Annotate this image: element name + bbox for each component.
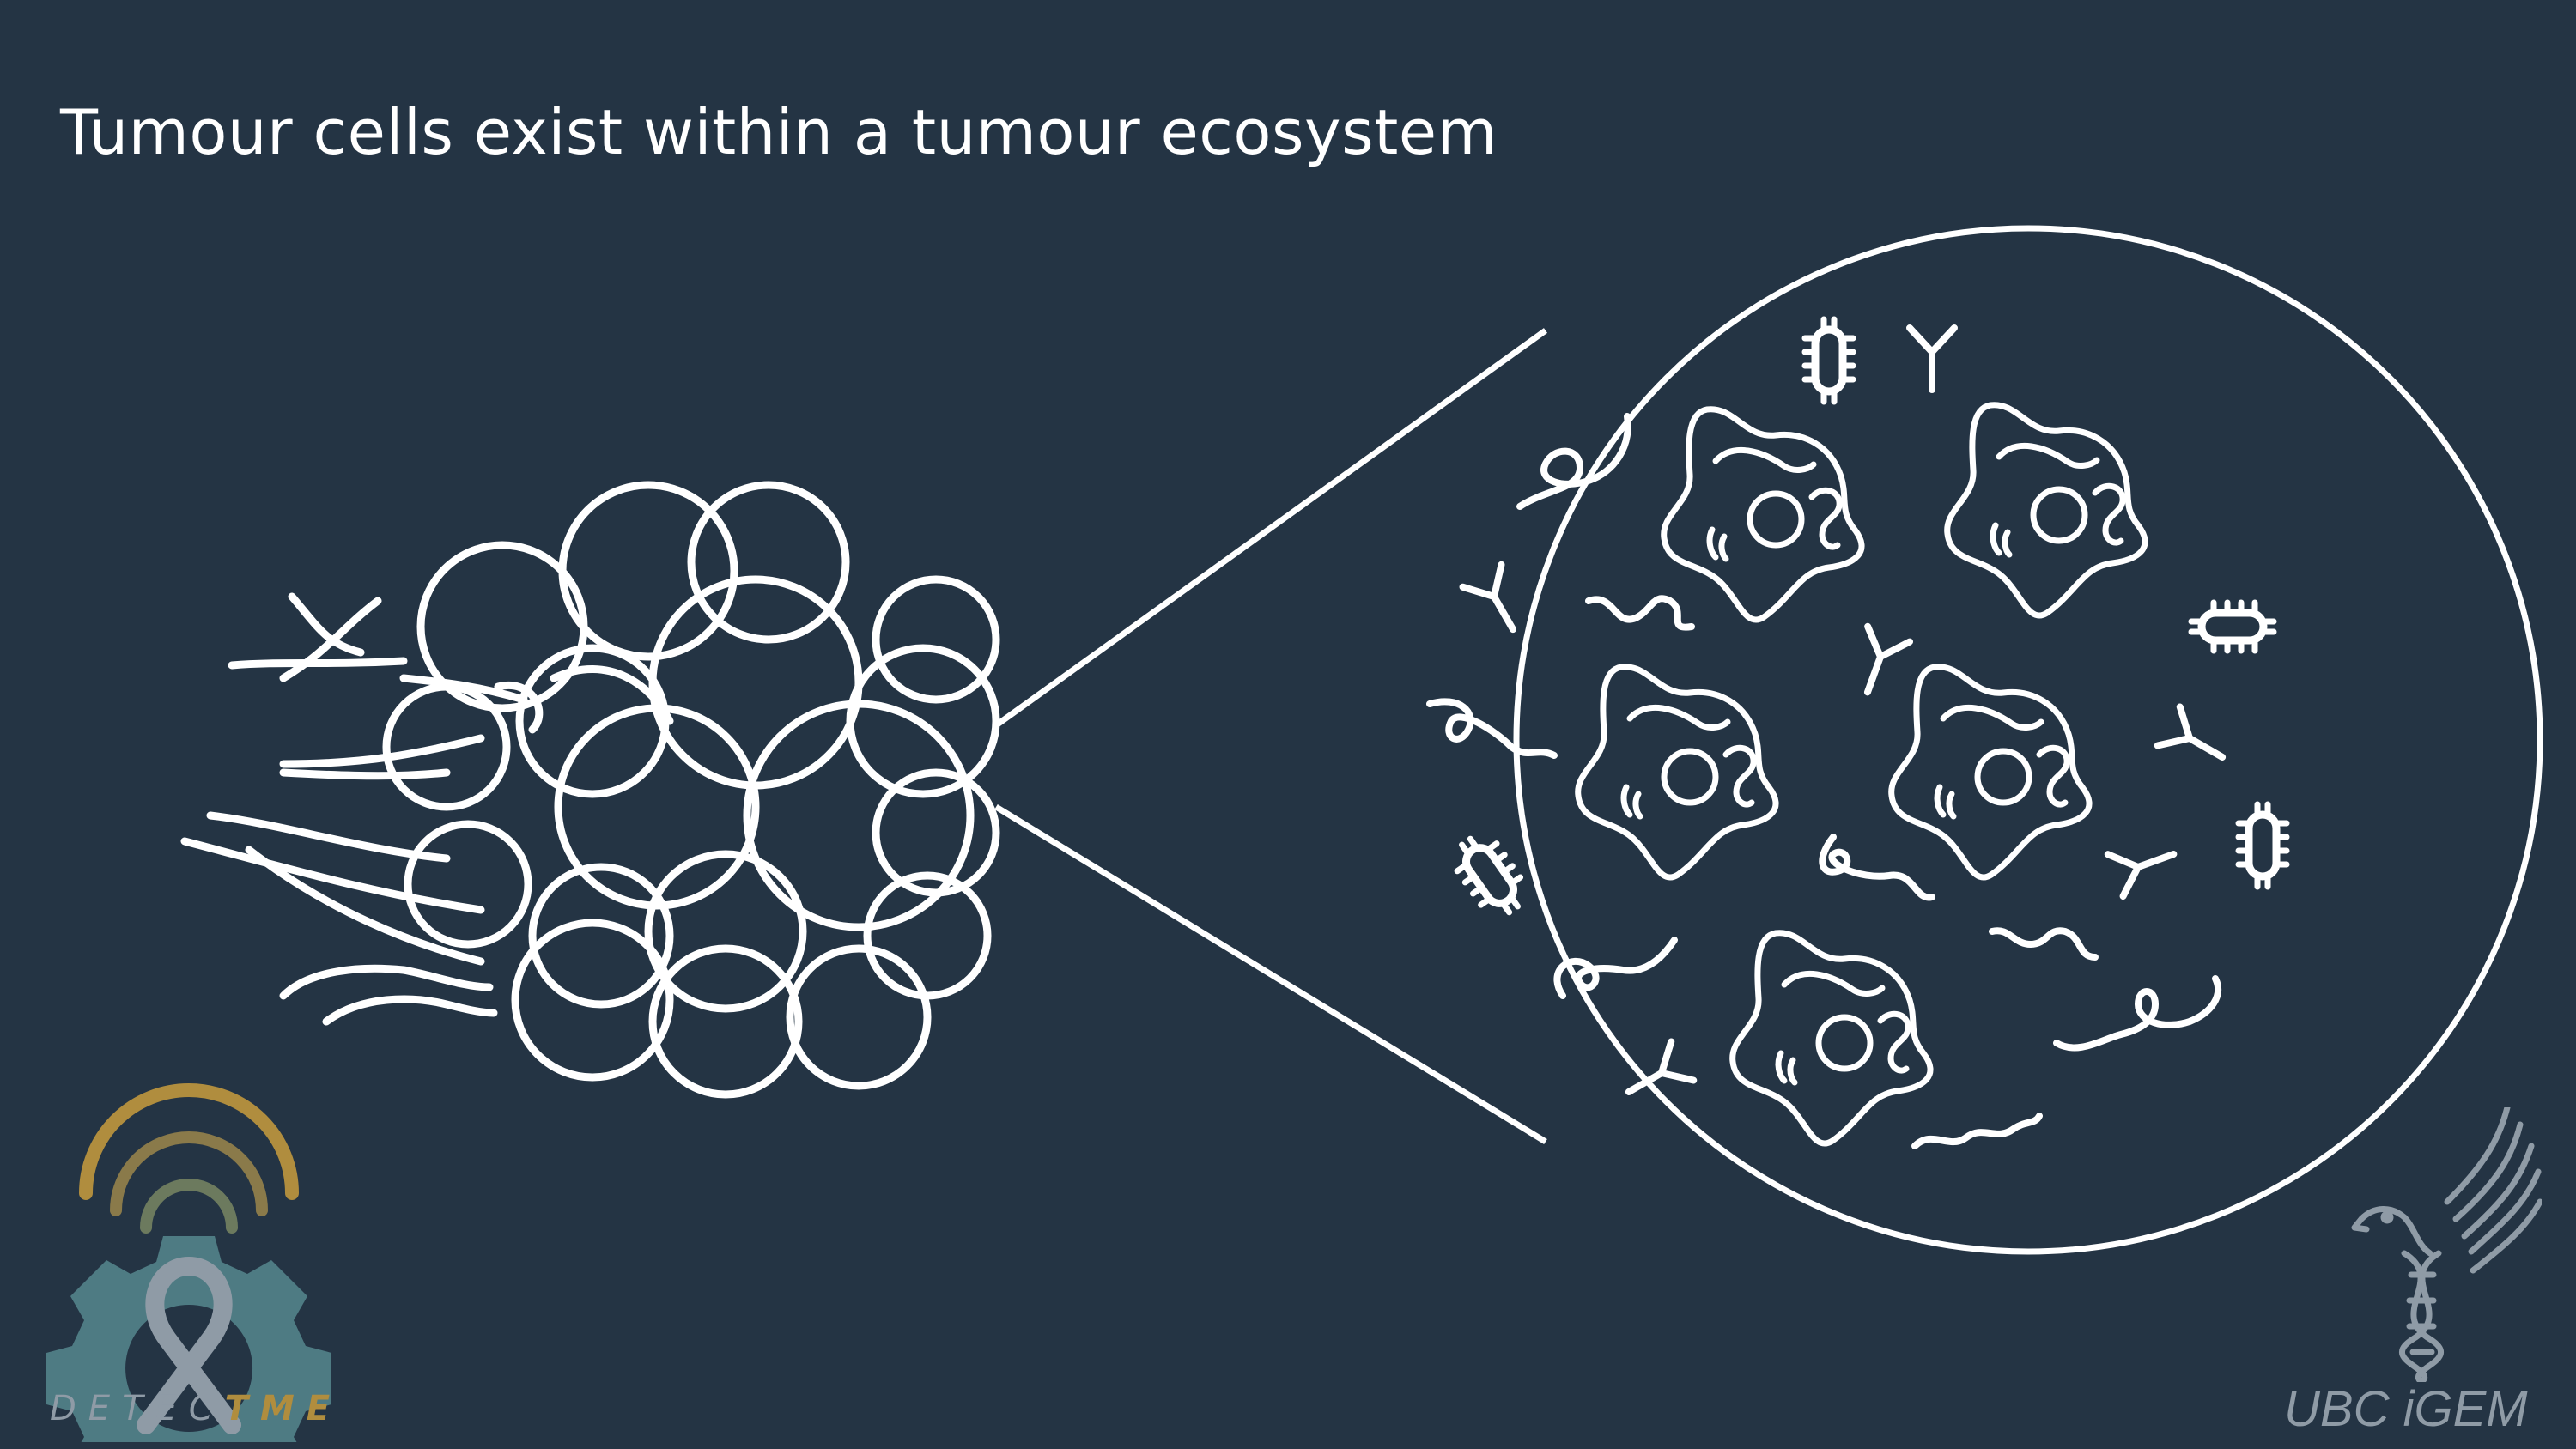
antibody xyxy=(2108,834,2181,896)
bacterium xyxy=(1447,828,1534,924)
magnifier-circle xyxy=(1513,225,2543,1255)
tumour-cell xyxy=(1733,933,1930,1143)
eagle-icon xyxy=(2351,1107,2542,1274)
tumour-cell xyxy=(1892,667,2089,877)
ubc-igem-logo xyxy=(2351,1107,2542,1382)
wifi-signal-icon xyxy=(79,1083,299,1234)
antibody xyxy=(1910,328,1954,390)
tumour-cell xyxy=(1664,409,1862,620)
bacterium xyxy=(2191,603,2274,651)
detectme-wordmark: DETECTME xyxy=(50,1389,342,1428)
ubc-igem-wordmark: UBC iGEM xyxy=(2284,1381,2528,1437)
bacterium xyxy=(2239,804,2287,887)
dna-helix-icon xyxy=(2399,1250,2444,1382)
antibody xyxy=(1462,565,1532,640)
antibody xyxy=(1618,1041,1693,1111)
bacterium xyxy=(1805,319,1853,402)
magnified-view xyxy=(1426,225,2543,1255)
tumour-cell xyxy=(1947,405,2145,615)
wordmark-suffix: TME xyxy=(224,1389,343,1428)
detectme-logo xyxy=(46,1083,331,1442)
gear-icon xyxy=(46,1236,331,1442)
tumour-cluster xyxy=(180,481,1000,1099)
wordmark-prefix: DETEC xyxy=(50,1389,225,1428)
zoom-lines xyxy=(993,328,1548,1144)
dna-strands xyxy=(1426,413,2222,1149)
antibody xyxy=(2158,706,2233,776)
tumour-cell xyxy=(1578,667,1776,877)
slide-title: Tumour cells exist within a tumour ecosy… xyxy=(60,96,1498,168)
antibody xyxy=(1847,627,1910,700)
awareness-ribbon-icon xyxy=(137,1256,241,1434)
